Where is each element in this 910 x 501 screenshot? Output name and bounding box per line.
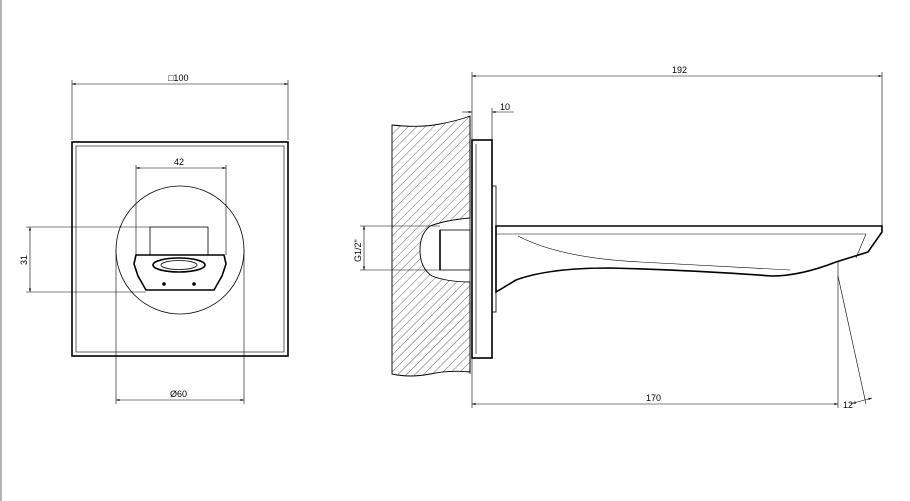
dim-label-thread: G1/2"	[353, 239, 363, 262]
front-circle	[115, 185, 245, 315]
thread-connector	[439, 229, 471, 271]
dim-label-width: □100	[168, 73, 188, 83]
front-view: □100 42 31 Ø60	[19, 73, 289, 404]
front-plate-inner	[75, 145, 285, 353]
dim-label-total-length: 192	[672, 65, 687, 75]
spout-aerator-outer	[152, 257, 206, 273]
spout-aerator-inner	[160, 260, 198, 270]
spout-front-outlet	[133, 254, 227, 291]
dim-label-angle: 12°	[843, 400, 857, 410]
spout-tip-line	[855, 233, 867, 259]
spout-hole-left	[162, 282, 166, 286]
dim-label-inner-width: 42	[174, 157, 184, 167]
front-plate-outline	[71, 141, 289, 357]
flange-plate	[471, 139, 493, 359]
spout-hole-right	[192, 282, 196, 286]
spout-front-block	[149, 226, 209, 256]
spout-contour	[517, 235, 791, 271]
side-view: 192 10 G1/2" 170 12°	[353, 65, 883, 410]
dim-label-flange: 10	[500, 102, 510, 112]
wall-section	[391, 115, 471, 377]
angle-arrow	[849, 397, 873, 405]
spout-body	[495, 225, 883, 294]
dim-label-projection: 170	[646, 393, 661, 403]
dim-label-diameter: Ø60	[170, 389, 187, 399]
dim-label-height: 31	[19, 255, 29, 265]
angle-line	[837, 275, 867, 405]
